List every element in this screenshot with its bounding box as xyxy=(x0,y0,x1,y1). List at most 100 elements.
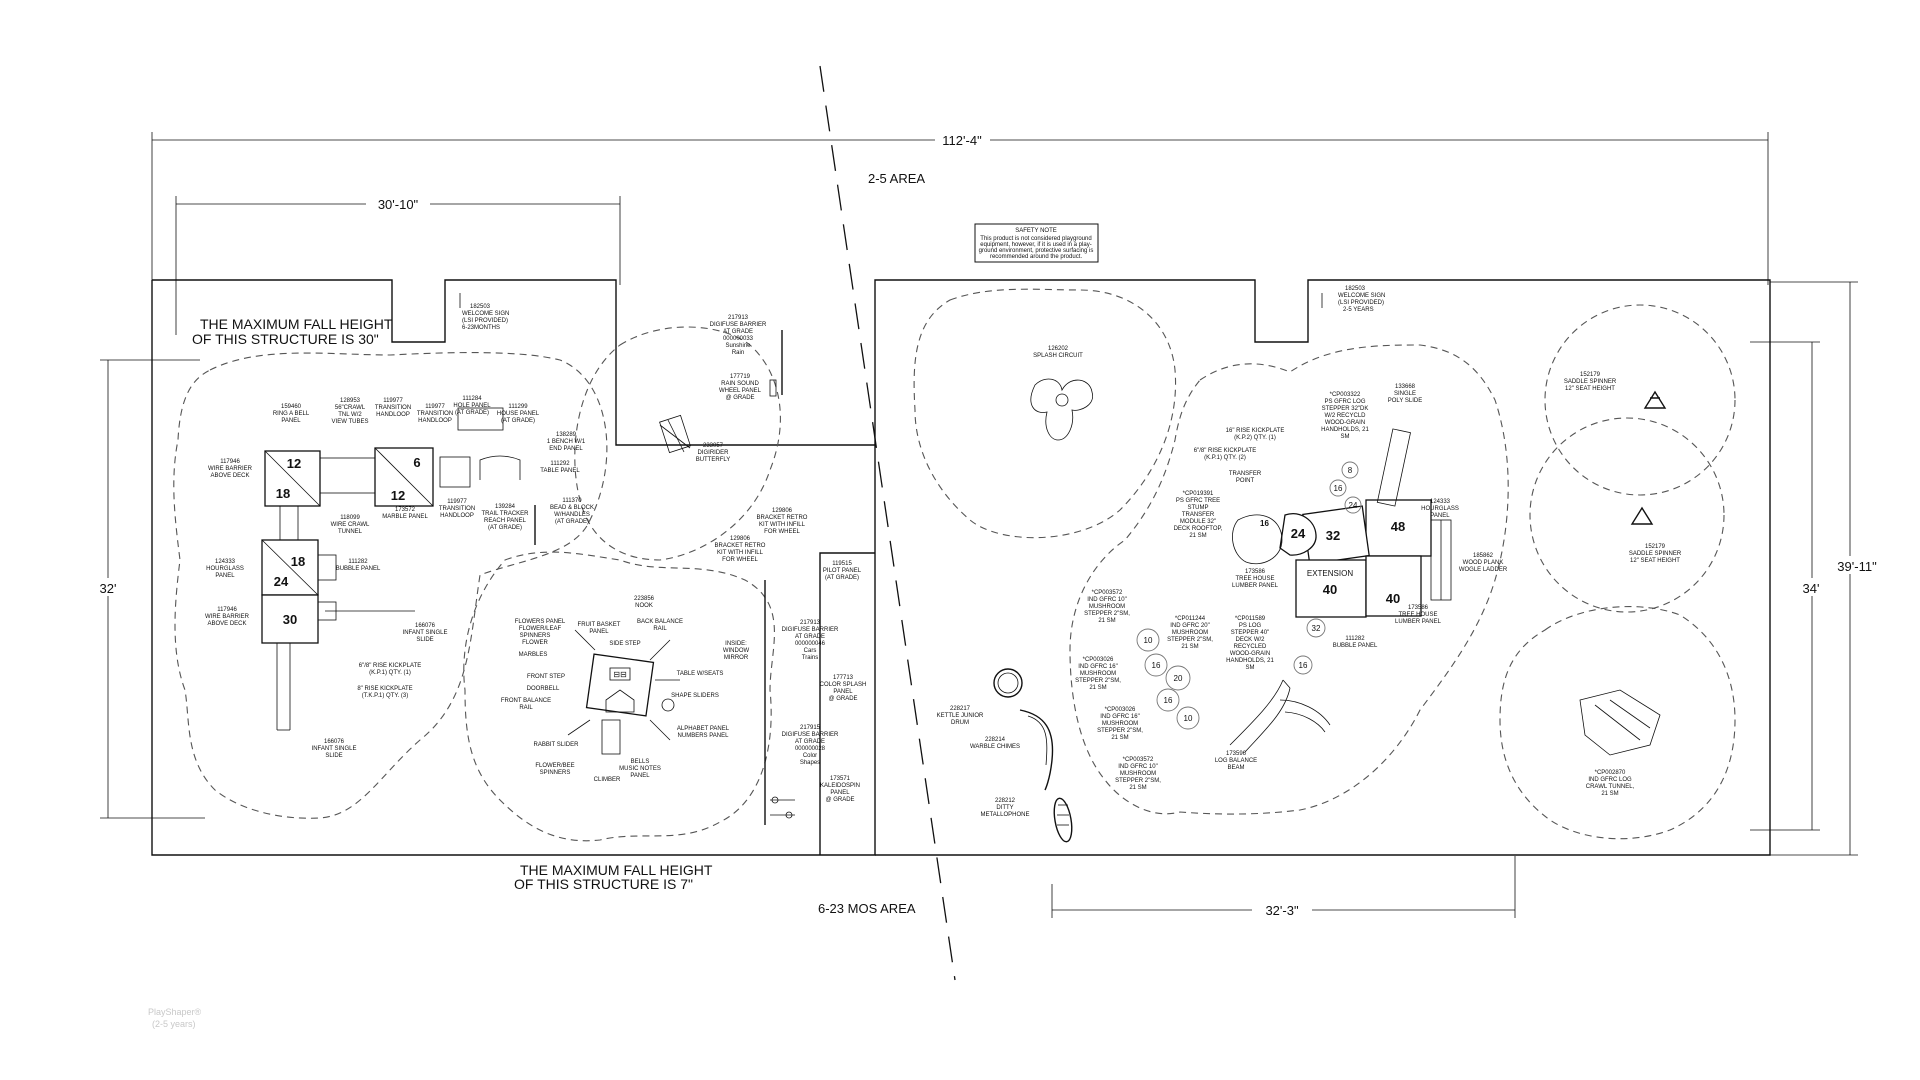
label-text: DIGIFUSE BARRIER xyxy=(782,627,839,633)
label-text: 124333 xyxy=(1430,499,1451,505)
safety-note-line2: equipment, however, if it is used in a p… xyxy=(980,242,1091,248)
label-text: W/2 RECYCLD xyxy=(1324,413,1366,419)
label-text: *CP002870 xyxy=(1595,770,1626,776)
label-text: 228217 xyxy=(950,706,971,712)
left-width-label: 30'-10" xyxy=(378,197,419,212)
label-text: 177719 xyxy=(730,374,751,380)
label-text: MODULE 32" xyxy=(1180,519,1216,525)
label-text: 119977 xyxy=(447,499,467,505)
label-text: HANDLOOP xyxy=(418,418,452,424)
label-text: TUNNEL xyxy=(338,529,363,535)
bottom-right-width-label: 32'-3" xyxy=(1265,903,1299,918)
label-text: *CP011589 xyxy=(1235,616,1266,622)
stepper-16: 16 xyxy=(1334,484,1343,493)
label-text: PANEL xyxy=(281,418,301,424)
label-text: STEPPER 40" xyxy=(1231,630,1269,636)
label-text: (AT GRADE) xyxy=(455,410,489,416)
label-text: FLOWER/LEAF xyxy=(519,626,562,632)
use-zone-left-structure xyxy=(173,352,608,819)
label-text: 173586 xyxy=(1408,605,1429,611)
label-text: PS LOG xyxy=(1239,623,1262,629)
stepper-16c: 16 xyxy=(1152,661,1161,670)
label-text: 8" RISE KICKPLATE xyxy=(357,686,412,692)
label-text: HOURGLASS xyxy=(206,566,244,572)
label-text: FRONT BALANCE xyxy=(501,698,551,704)
right-play-area-boundary xyxy=(874,279,1771,856)
label-text: IND GFRC 10" xyxy=(1118,764,1157,770)
labels-left: 182503 WELCOME SIGN (LSI PROVIDED) 6-23M… xyxy=(205,304,594,759)
label-text: MUSIC NOTES xyxy=(619,766,661,772)
label-text: POINT xyxy=(1236,478,1255,484)
label-text: Cars xyxy=(804,648,817,654)
label-text: INFANT SINGLE xyxy=(312,746,357,752)
label-text: SPINNERS xyxy=(520,633,551,639)
deck-height-f: 24 xyxy=(274,574,289,589)
label-text: KETTLE JUNIOR xyxy=(937,713,984,719)
label-text: Trains xyxy=(802,655,818,661)
saddle-spinner-2 xyxy=(1630,506,1654,525)
label-text: SIDE STEP xyxy=(609,641,640,647)
label-text: RABBIT SLIDER xyxy=(534,742,580,748)
label-text: IND GFRC LOG xyxy=(1588,777,1632,783)
use-zone-saddle-spinner-1 xyxy=(1544,304,1736,496)
log-balance-beam xyxy=(1229,679,1331,753)
label-text: SM xyxy=(1246,665,1255,671)
label-text: 6-23MONTHS xyxy=(462,325,500,331)
label-text: 173571 xyxy=(830,776,851,782)
label-text: RING A BELL xyxy=(273,411,310,417)
deck-extension-label: EXTENSION xyxy=(1307,569,1353,578)
label-text: *CP003026 xyxy=(1083,657,1114,663)
steppers: 8 16 24 32 16 10 16 20 16 10 xyxy=(1136,461,1362,730)
label-text: HANDHOLDS, 21 xyxy=(1321,427,1369,433)
left-structure: 12 18 6 12 18 24 30 xyxy=(261,407,536,731)
label-text: LUMBER PANEL xyxy=(1395,619,1442,625)
saddle-spinner-1 xyxy=(1643,390,1667,409)
label-text: *CP011244 xyxy=(1175,616,1206,622)
label-text: MUSHROOM xyxy=(1080,671,1116,677)
label-text: 159460 xyxy=(281,404,302,410)
label-text: 173572 xyxy=(395,507,416,513)
label-text: DIGIFUSE BARRIER xyxy=(710,322,767,328)
label-text: SINGLE xyxy=(1394,391,1416,397)
label-text: TRANSFER xyxy=(1182,512,1215,518)
label-text: KALEIDOSPIN xyxy=(820,783,860,789)
label-text: 173596 xyxy=(1226,751,1247,757)
fall-height-bottom-line1: THE MAXIMUM FALL HEIGHT xyxy=(520,862,713,878)
label-text: BEAM xyxy=(1227,765,1244,771)
label-text: 111282 xyxy=(1345,636,1365,642)
stepper-16b: 16 xyxy=(1299,661,1308,670)
label-text: 118099 xyxy=(340,515,360,521)
label-text: HOUSE PANEL xyxy=(497,411,540,417)
label-text: SADDLE SPINNER xyxy=(1564,379,1617,385)
label-text: 111370 xyxy=(562,498,582,504)
label-text: IND GFRC 16" xyxy=(1078,664,1117,670)
label-text: *CP003572 xyxy=(1123,757,1154,763)
label-text: IND GFRC 20" xyxy=(1170,623,1209,629)
label-text: 166076 xyxy=(324,739,345,745)
label-text: IND GFRC 10" xyxy=(1087,597,1126,603)
left-play-area-boundary xyxy=(151,279,876,856)
fall-height-left-line2: OF THIS STRUCTURE IS 30" xyxy=(192,331,379,347)
label-text: 117946 xyxy=(217,607,237,613)
label-text: FLOWER xyxy=(522,640,548,646)
label-text: MUSHROOM xyxy=(1089,604,1125,610)
label-text: PANEL xyxy=(215,573,235,579)
label-text: TREE HOUSE xyxy=(1398,612,1437,618)
label-text: CLIMBER xyxy=(594,777,621,783)
label-text: (LSI PROVIDED) xyxy=(1338,300,1384,306)
deck-height-d: 12 xyxy=(391,488,405,503)
label-text: TRANSITION xyxy=(439,506,475,512)
label-text: 138289 xyxy=(556,432,577,438)
label-text: 228212 xyxy=(995,798,1016,804)
label-text: 119977 xyxy=(383,398,403,404)
stepper-8: 8 xyxy=(1348,466,1353,475)
label-text: DRUM xyxy=(951,720,969,726)
label-text: LUMBER PANEL xyxy=(1232,583,1279,589)
label-text: STEPPER 2"SM, xyxy=(1075,678,1121,684)
label-text: INFANT SINGLE xyxy=(403,630,448,636)
stepper-24: 24 xyxy=(1349,501,1358,510)
label-text: 1 BENCH W/1 xyxy=(547,439,586,445)
tree-house-structure: 48 32 EXTENSION 40 40 24 16 xyxy=(1232,428,1452,618)
label-text: 119515 xyxy=(832,561,852,567)
